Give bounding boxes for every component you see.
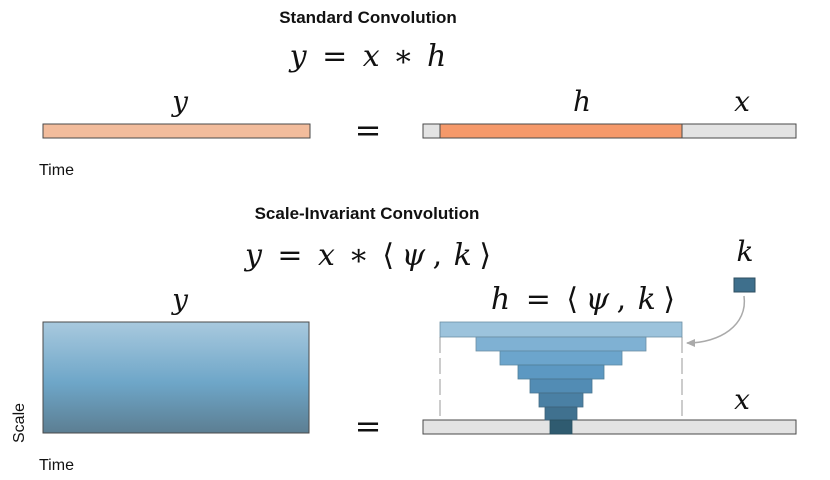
kernel-level-1 xyxy=(439,321,683,338)
eq-x: x xyxy=(363,39,380,74)
k-kernel-block xyxy=(733,277,756,293)
kernel-level-7 xyxy=(544,406,578,421)
eq-conv-op: ∗ xyxy=(393,39,413,74)
si-eq-conv-op: ∗ xyxy=(348,238,368,273)
scale-invariant-y-label: y xyxy=(170,283,189,316)
scale-invariant-equals: = xyxy=(355,407,382,445)
kernel-eq-h: h xyxy=(491,282,510,317)
si-eq-equals: = xyxy=(277,238,302,273)
kernel-eq-comma: , xyxy=(617,282,627,317)
standard-equals: = xyxy=(355,111,382,149)
kernel-eq-k: k xyxy=(638,282,656,317)
scale-invariant-x-label: x xyxy=(734,383,750,416)
si-eq-comma: , xyxy=(433,238,443,273)
standard-h-label: h xyxy=(573,85,591,118)
k-to-kernel-arrow xyxy=(686,295,746,347)
scale-invariant-x-bar xyxy=(422,419,797,435)
standard-h-segment xyxy=(440,124,682,138)
kernel-equation: h = ⟨ ψ , k ⟩ xyxy=(491,282,675,317)
standard-x-label: x xyxy=(734,85,750,118)
eq-equals: = xyxy=(322,39,347,74)
kernel-level-5 xyxy=(529,378,593,394)
scale-invariant-y-heatmap xyxy=(42,321,310,434)
kernel-level-2 xyxy=(475,336,647,352)
standard-time-label: Time xyxy=(39,162,74,179)
scale-invariant-equation: y = x ∗ ⟨ ψ , k ⟩ xyxy=(243,238,491,273)
standard-heading: Standard Convolution xyxy=(279,8,457,27)
eq-lhs: y xyxy=(288,39,308,74)
kernel-level-8 xyxy=(549,419,573,435)
si-eq-lhs: y xyxy=(243,238,263,273)
si-eq-open: ⟨ xyxy=(382,238,394,273)
kernel-eq-close: ⟩ xyxy=(663,282,675,317)
si-eq-close: ⟩ xyxy=(479,238,491,273)
standard-equation: y = x ∗ h xyxy=(288,39,447,74)
standard-y-bar xyxy=(42,123,311,139)
scale-kernel-pyramid xyxy=(439,321,683,435)
kernel-level-4 xyxy=(517,364,605,380)
kernel-eq-open: ⟨ xyxy=(566,282,578,317)
standard-y-label: y xyxy=(170,85,189,118)
kernel-level-6 xyxy=(538,392,584,408)
scale-invariant-time-label: Time xyxy=(39,457,74,474)
k-label: k xyxy=(737,235,754,268)
kernel-eq-equals: = xyxy=(526,282,551,317)
scale-label: Scale xyxy=(11,403,28,443)
si-eq-psi: ψ xyxy=(402,238,426,273)
si-eq-x: x xyxy=(318,238,335,273)
scale-invariant-heading: Scale-Invariant Convolution xyxy=(255,204,480,223)
eq-h: h xyxy=(427,39,446,74)
si-eq-k: k xyxy=(454,238,472,273)
kernel-eq-psi: ψ xyxy=(586,282,610,317)
kernel-level-3 xyxy=(499,350,623,366)
